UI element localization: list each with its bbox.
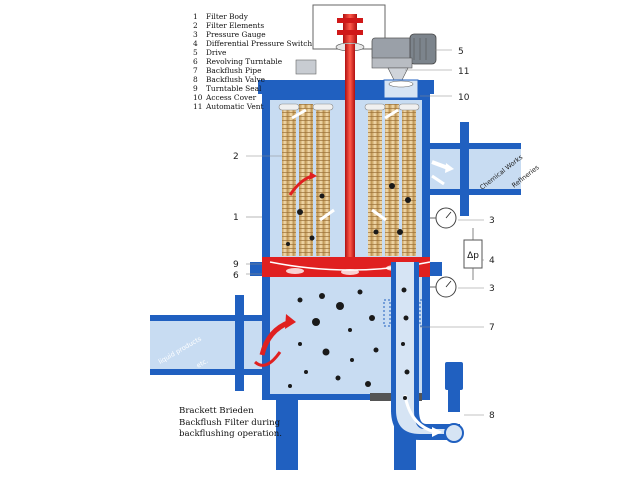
pressure-gauge-lower bbox=[430, 276, 457, 298]
legend-number: 5 bbox=[193, 48, 198, 57]
caption: Brackett Brieden Backflush Filter during… bbox=[179, 406, 282, 441]
differential-pressure-switch: Δp bbox=[463, 228, 483, 280]
backflush-valve bbox=[444, 362, 464, 443]
legend-number: 11 bbox=[193, 102, 203, 111]
drive-coupling-icon bbox=[335, 14, 365, 52]
callout-5: 5 bbox=[458, 47, 464, 57]
callout-3-upper: 3 bbox=[489, 216, 495, 226]
legend-number: 8 bbox=[193, 75, 198, 84]
legend-item: 6 Revolving Turntable bbox=[193, 57, 312, 66]
legend-number: 4 bbox=[193, 39, 198, 48]
access-cover bbox=[383, 79, 419, 99]
legend-item: 8 Backflush Valve bbox=[193, 75, 312, 84]
callout-8: 8 bbox=[489, 411, 495, 421]
legend-text: Filter Elements bbox=[206, 21, 265, 30]
legend-text: Backflush Pipe bbox=[206, 66, 262, 75]
revolving-turntable bbox=[262, 257, 431, 277]
legend-item: 4 Differential Pressure Switch bbox=[193, 39, 312, 48]
legend-text: Filter Body bbox=[206, 12, 248, 21]
legend-number: 2 bbox=[193, 21, 198, 30]
legend-item: 7 Backflush Pipe bbox=[193, 66, 312, 75]
legend-text: Turntable Seal bbox=[206, 84, 262, 93]
legend-text: Access Cover bbox=[206, 93, 257, 102]
pressure-gauge-upper bbox=[430, 207, 457, 229]
legend-text: Revolving Turntable bbox=[206, 57, 283, 66]
legend: 1 Filter Body 2 Filter Elements 3 Pressure Ga… bbox=[193, 12, 312, 111]
caption-line-1: Brackett Brieden bbox=[179, 406, 254, 416]
legend-number: 3 bbox=[193, 30, 198, 39]
legend-number: 7 bbox=[193, 66, 198, 75]
callout-4: 4 bbox=[489, 256, 495, 266]
legend-number: 1 bbox=[193, 12, 198, 21]
flow-arrows bbox=[253, 108, 454, 437]
legend-text: Drive bbox=[206, 48, 227, 57]
legend-number: 9 bbox=[193, 84, 198, 93]
callout-7: 7 bbox=[489, 323, 495, 333]
legend-number: 10 bbox=[193, 93, 203, 102]
leader-lines bbox=[246, 49, 484, 416]
legend-item: 9 Turntable Seal bbox=[193, 84, 312, 93]
legend-item: 1 Filter Body bbox=[193, 12, 312, 21]
gauge-symbol: Δp bbox=[467, 251, 479, 261]
legend-item: 3 Pressure Gauge bbox=[193, 30, 312, 39]
callout-9: 9 bbox=[233, 260, 239, 270]
legend-item: 2 Filter Elements bbox=[193, 21, 312, 30]
caption-line-2: Backflush Filter during bbox=[179, 417, 281, 428]
legend-text: Pressure Gauge bbox=[206, 30, 266, 39]
callout-1: 1 bbox=[233, 213, 239, 223]
callout-2: 2 bbox=[233, 152, 239, 162]
legend-item: 5 Drive bbox=[193, 48, 312, 57]
legend-text: Differential Pressure Switch bbox=[206, 39, 313, 48]
legend-number: 6 bbox=[193, 57, 198, 66]
particles bbox=[286, 183, 411, 400]
callout-6: 6 bbox=[233, 271, 239, 281]
inlet-pipe bbox=[150, 295, 270, 391]
outlet-pipe bbox=[425, 122, 521, 216]
legend-text: Automatic Vent bbox=[206, 102, 264, 111]
caption-line-3: backflushing operation. bbox=[179, 429, 283, 439]
legend-text: Backflush Valve bbox=[206, 75, 266, 84]
callout-11: 11 bbox=[458, 67, 469, 77]
drive-unit bbox=[295, 4, 437, 81]
drive-shaft bbox=[345, 44, 355, 270]
callout-10: 10 bbox=[458, 93, 470, 103]
callout-3-lower: 3 bbox=[489, 284, 495, 294]
